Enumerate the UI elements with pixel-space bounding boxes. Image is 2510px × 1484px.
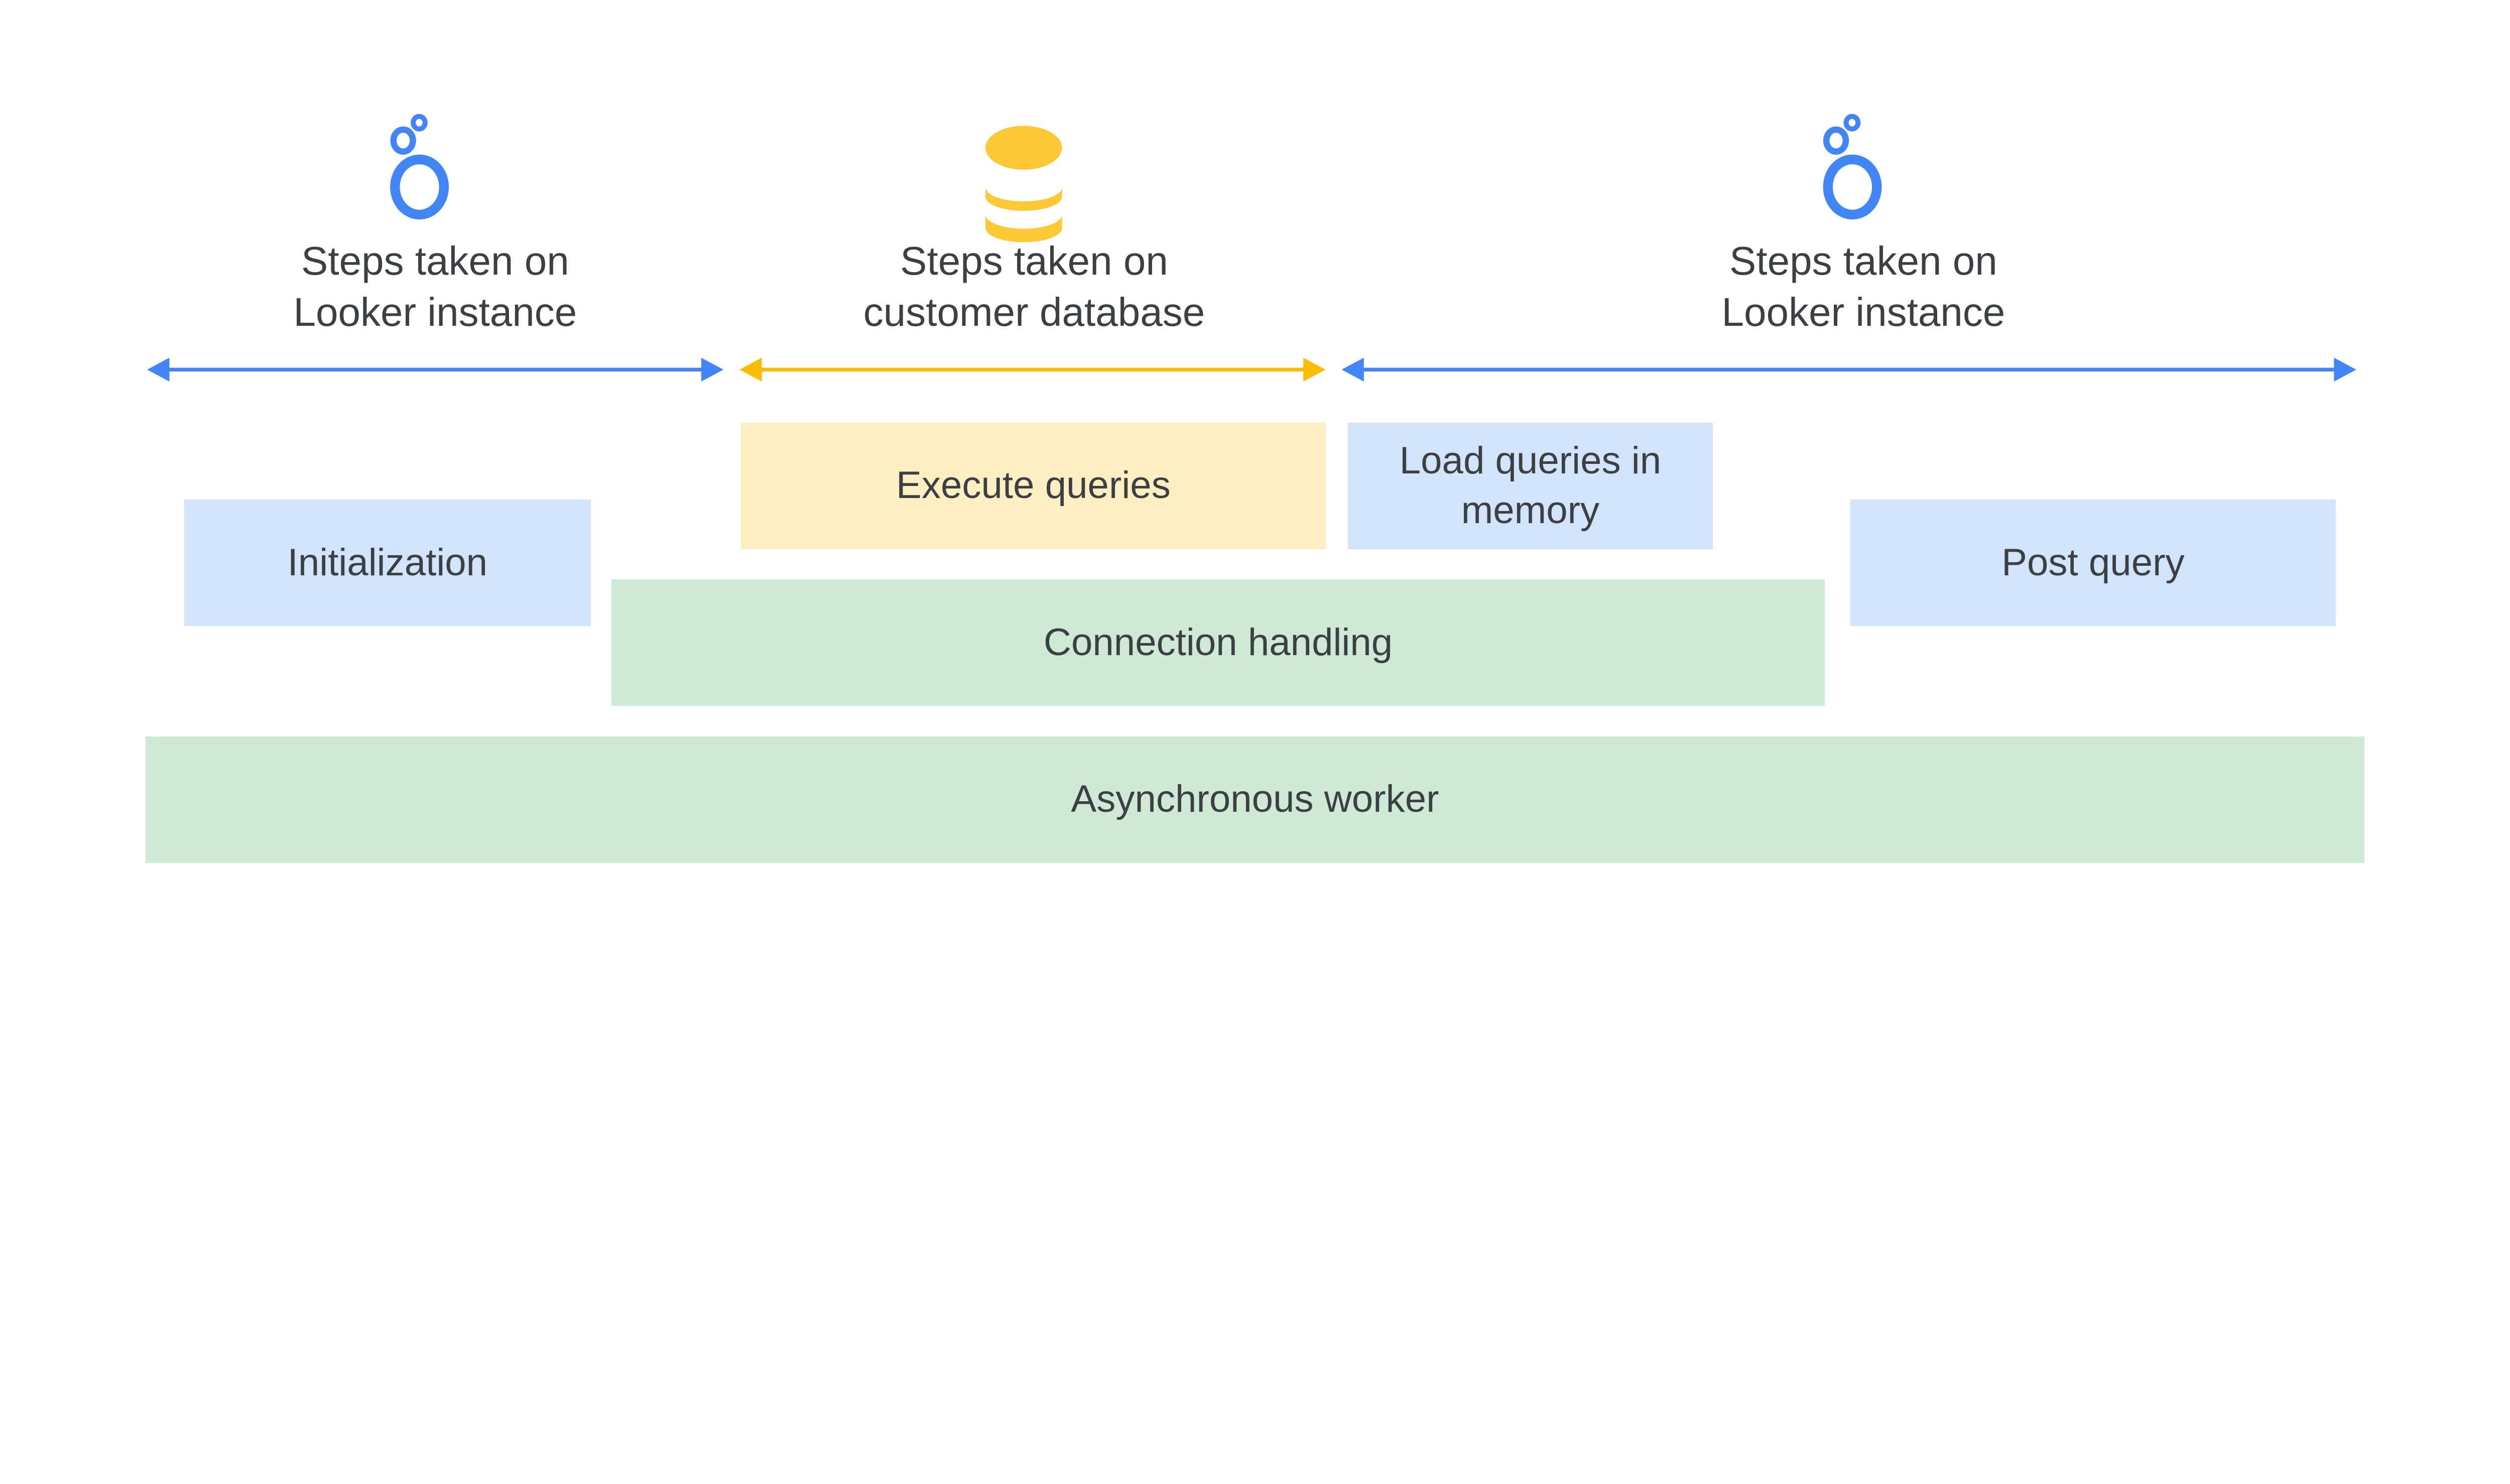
initialization-box: Initialization [184, 500, 591, 626]
asynchronous-worker-box: Asynchronous worker [146, 736, 2364, 863]
connection-handling-box: Connection handling [611, 579, 1825, 706]
section-heading-looker-left: Steps taken on Looker instance [215, 235, 655, 337]
looker-span-arrow-left [147, 357, 724, 382]
heading-line-1: Steps taken on [900, 238, 1168, 284]
execute-queries-label: Execute queries [896, 464, 1171, 507]
connection-handling-label: Connection handling [1043, 621, 1393, 664]
heading-line-2: Looker instance [1721, 289, 2005, 334]
heading-line-1: Steps taken on [1729, 238, 1997, 284]
section-heading-looker-right: Steps taken on Looker instance [1644, 235, 2083, 337]
looker-logo-icon [390, 113, 449, 220]
load-queries-label: Load queries in memory [1399, 439, 1662, 532]
diagram-frame: Steps taken on Looker instance Steps tak… [146, 113, 2364, 863]
section-heading-database: Steps taken on customer database [815, 235, 1254, 337]
load-queries-box: Load queries in memory [1348, 422, 1713, 549]
heading-line-2: Looker instance [293, 289, 577, 334]
looker-logo-icon [1823, 113, 1882, 220]
post-query-box: Post query [1850, 500, 2336, 626]
looker-span-arrow-right [1341, 357, 2356, 382]
diagram-graphics [147, 113, 2356, 382]
heading-line-2: customer database [863, 289, 1205, 334]
asynchronous-worker-label: Asynchronous worker [1071, 778, 1439, 821]
heading-line-1: Steps taken on [301, 238, 569, 284]
initialization-label: Initialization [287, 541, 488, 584]
database-icon [985, 126, 1062, 242]
post-query-label: Post query [2001, 541, 2185, 584]
database-span-arrow [739, 357, 1326, 382]
execute-queries-box: Execute queries [741, 422, 1326, 549]
